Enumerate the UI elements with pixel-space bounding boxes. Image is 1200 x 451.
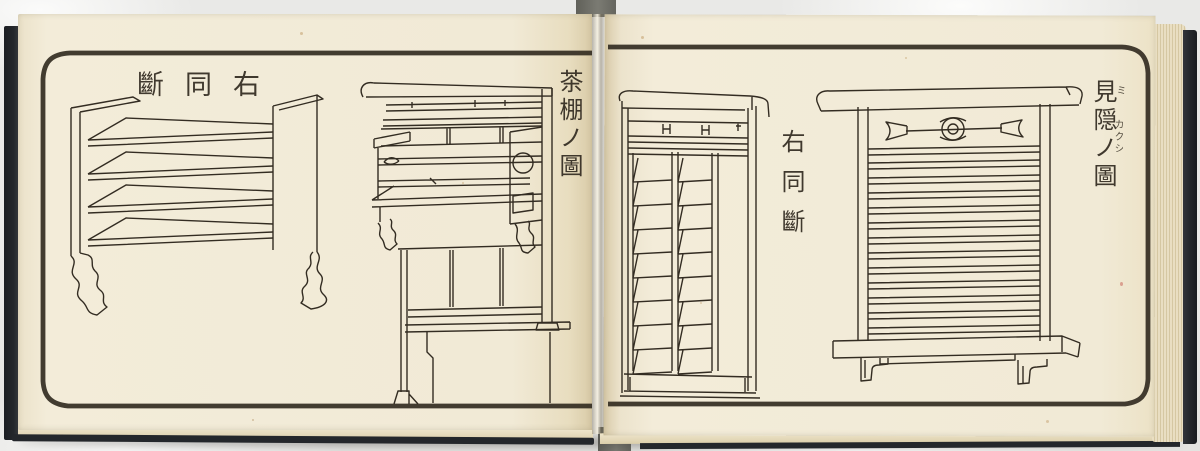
furigana-mi: ミ: [1114, 85, 1125, 97]
caption-right-same-as-section-right-page: 右同斷: [777, 129, 805, 249]
book-cradle-strap-top: [576, 0, 616, 17]
right-page: [603, 14, 1156, 437]
caption-right-same-as-section-left-page: 斷同右: [137, 70, 281, 101]
book-cover-right-edge: [1183, 30, 1197, 444]
caption-tea-shelf-title: 茶棚ノ圖: [555, 69, 583, 181]
book-gutter: [592, 14, 604, 434]
caption-screen-title: 見隠ノ圖: [1089, 79, 1117, 191]
page-stack-fore-edge: [1152, 24, 1186, 442]
furigana-kakushi: カクシ: [1112, 119, 1123, 155]
book-cover-bottom-right: [639, 440, 1181, 450]
left-page: [18, 14, 592, 430]
